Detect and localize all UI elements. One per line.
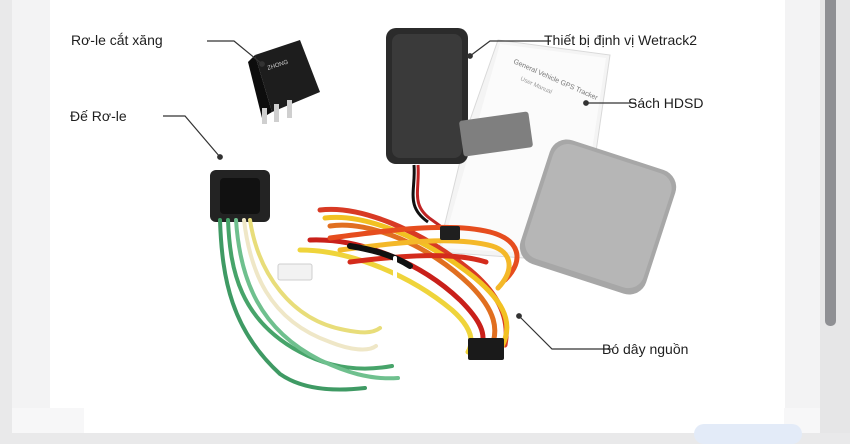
relay: ZHONG: [248, 40, 320, 124]
relay-base: [210, 170, 270, 222]
product-illustration: General Vehicle GPS Tracker User Manual …: [163, 28, 677, 392]
product-photo[interactable]: General Vehicle GPS Tracker User Manual …: [50, 0, 785, 408]
label-wire-harness: Bó dây nguồn: [602, 341, 689, 357]
adhesive-pad: [519, 139, 677, 295]
label-relay-base: Đế Rơ-le: [70, 108, 127, 124]
base-wires: [218, 218, 400, 392]
gps-device: [386, 28, 533, 243]
bottom-content-area: [84, 408, 784, 433]
label-relay: Rơ-le cắt xăng: [71, 32, 163, 48]
connector-white: [277, 263, 313, 281]
connector-device: [440, 226, 460, 240]
wire-harness: [297, 206, 520, 355]
callout-lines: [163, 40, 636, 350]
connector-black: [468, 338, 504, 360]
label-gps-device: Thiết bị định vị Wetrack2: [544, 32, 698, 48]
action-button[interactable]: [694, 424, 802, 444]
label-manual: Sách HDSD: [628, 95, 704, 111]
scrollbar-thumb[interactable]: [825, 0, 836, 326]
